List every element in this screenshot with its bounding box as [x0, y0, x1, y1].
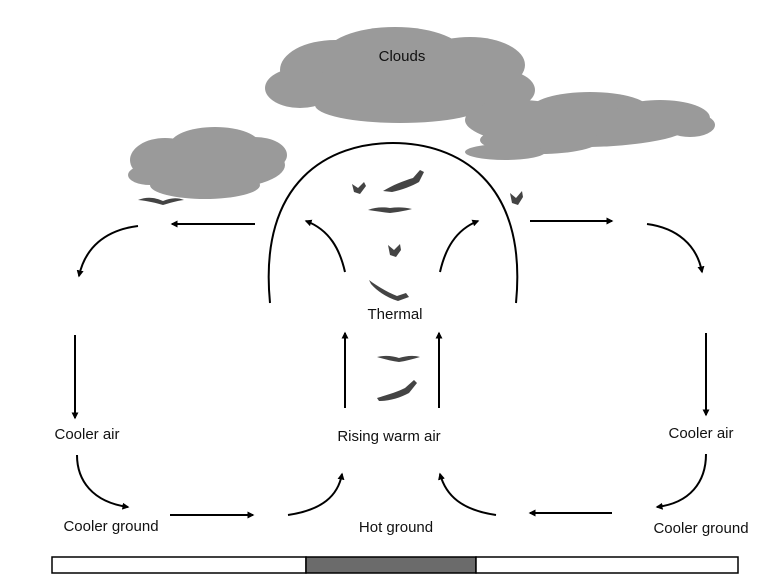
bird-icon — [388, 244, 401, 257]
bird-icon — [368, 207, 412, 213]
rising-warm-air-label: Rising warm air — [337, 428, 440, 445]
bird-icon — [138, 197, 184, 205]
cloud-main — [265, 27, 535, 123]
cloud-right — [465, 92, 715, 160]
clouds-label: Clouds — [379, 48, 426, 65]
hot-ground-label: Hot ground — [359, 519, 433, 536]
ground-cool-left — [51, 556, 307, 574]
ground-rise-left-arrow — [287, 472, 345, 516]
thermal-curl-right-arrow — [439, 219, 480, 273]
bird-icon — [352, 182, 366, 194]
cloud-left — [128, 127, 287, 199]
bird-icon — [510, 191, 523, 205]
cooler-air-right-label: Cooler air — [668, 425, 733, 442]
thermal-dome — [267, 141, 519, 304]
ground-hot-center — [305, 556, 477, 574]
ground-bar — [51, 556, 739, 574]
ground-curve-left-arrow — [76, 454, 130, 510]
bird-icon — [383, 170, 424, 192]
descending-curve-right-arrow — [646, 223, 705, 274]
thermal-curl-left-arrow — [304, 219, 346, 273]
thermal-label: Thermal — [367, 306, 422, 323]
bird-icon — [377, 380, 417, 401]
descending-curve-left-arrow — [76, 225, 139, 278]
cooler-air-left-label: Cooler air — [54, 426, 119, 443]
cooler-ground-left-label: Cooler ground — [63, 518, 158, 535]
ground-curve-right-arrow — [655, 453, 707, 510]
ground-cool-right — [475, 556, 739, 574]
cooler-ground-right-label: Cooler ground — [653, 520, 748, 537]
bird-icon — [369, 280, 409, 301]
bird-icon — [377, 355, 420, 362]
ground-rise-right-arrow — [438, 472, 497, 516]
